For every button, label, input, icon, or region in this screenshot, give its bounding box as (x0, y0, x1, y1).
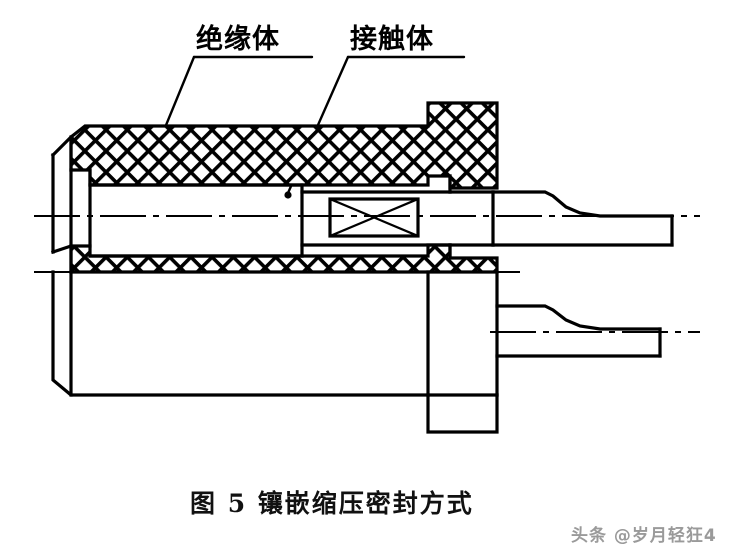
insulator-left-chamfer-bottom (50, 243, 74, 255)
figure-caption: 图 5 镶嵌缩压密封方式 (190, 489, 474, 518)
crimp-x-detail (328, 197, 420, 238)
body-flange-bottom (426, 393, 499, 434)
lower-pin (495, 304, 662, 358)
label-insulator: 绝缘体 (196, 23, 280, 55)
watermark: 头条 @岁月轻狂4 (571, 525, 717, 546)
lower-pin-taper-top (495, 304, 662, 331)
label-contact: 接触体 (350, 24, 434, 55)
leader-contact-dot (284, 191, 292, 199)
crimp-diagonal-2 (328, 197, 420, 238)
body-outline-left-bottom (51, 270, 430, 397)
insulator-left-chamfer-top (50, 134, 74, 158)
